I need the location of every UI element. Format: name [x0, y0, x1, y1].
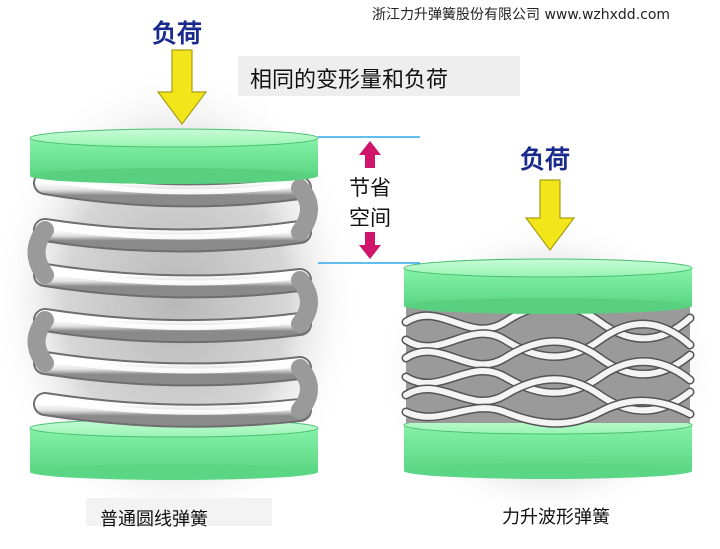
coil-spring-caption: 普通圆线弹簧: [100, 509, 208, 530]
load-arrow-right: [524, 179, 576, 251]
space-saving-label-line2: 空间: [349, 206, 391, 230]
coil-spring-assembly: [27, 128, 319, 480]
wave-layers: [401, 300, 695, 428]
wave-spring-caption: 力升波形弹簧: [502, 507, 610, 528]
title-band: [238, 56, 520, 96]
space-arrow-up: [359, 141, 381, 168]
load-label-left: 负荷: [152, 19, 203, 48]
space-saving-label-line1: 节省: [349, 176, 391, 200]
wave-spring-assembly: [401, 258, 695, 479]
company-header: 浙江力升弹簧股份有限公司 www.wzhxdd.com: [372, 7, 671, 23]
coil-wire: [35, 173, 310, 426]
caption-underlay: [86, 498, 272, 526]
space-arrow-down: [359, 232, 381, 259]
load-arrow-left: [156, 49, 208, 125]
diagram-title: 相同的变形量和负荷: [250, 68, 449, 93]
load-label-right: 负荷: [520, 145, 571, 174]
